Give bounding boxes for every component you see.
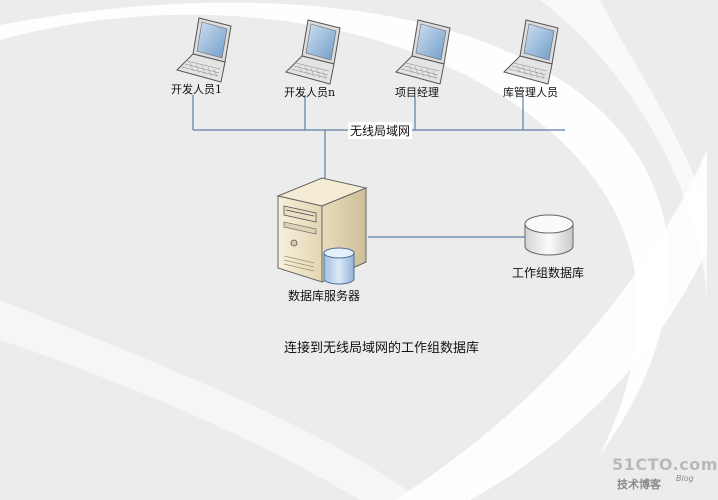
database-label: 工作组数据库 [512,266,585,280]
client-label: 项目经理 [395,86,439,99]
network-label: 无线局域网 [348,122,413,139]
server-label: 数据库服务器 [288,289,361,303]
client-label: 开发人员1 [171,83,222,96]
watermark-site: 51CTO.com [612,455,718,474]
diagram-caption: 连接到无线局域网的工作组数据库 [284,341,480,356]
laptop-icon [285,19,341,85]
watermark-sub: 技术博客 [617,478,661,491]
laptop-icon [503,19,559,85]
watermark-blog: Blog [676,474,694,483]
network-lines [192,95,565,250]
client-label: 库管理人员 [503,86,558,99]
laptop-icon [176,17,232,83]
database-icon [524,214,574,256]
server-database-icon [323,247,355,285]
client-label: 开发人员n [284,86,336,99]
